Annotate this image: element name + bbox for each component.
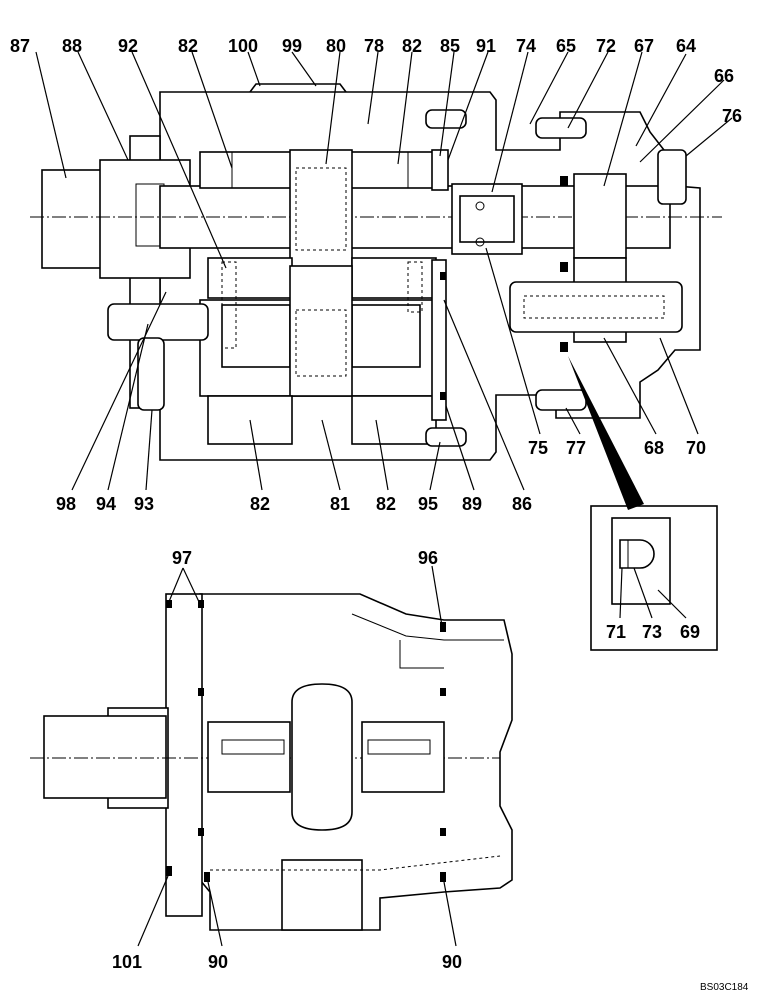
figure-code: BS03C184	[700, 982, 749, 993]
seal-dot	[560, 176, 568, 186]
dowel-pin-bottom	[535, 389, 587, 411]
right-bearing-lower	[351, 395, 437, 445]
lower-right-bearing	[361, 721, 445, 793]
callout-90b: 90	[442, 952, 462, 972]
callout-92: 92	[118, 36, 138, 56]
rear-idler-shaft	[509, 281, 683, 333]
callout-98: 98	[56, 494, 76, 514]
callout-82c: 82	[250, 494, 270, 514]
callout-65: 65	[556, 36, 576, 56]
leader-lines-bottom	[71, 247, 699, 491]
callout-72: 72	[596, 36, 616, 56]
callout-93: 93	[134, 494, 154, 514]
callout-74: 74	[516, 36, 536, 56]
callout-89: 89	[462, 494, 482, 514]
leader-lines-top	[35, 51, 733, 269]
callout-67: 67	[634, 36, 654, 56]
callout-90a: 90	[208, 952, 228, 972]
callout-71: 71	[606, 622, 626, 642]
callout-91: 91	[476, 36, 496, 56]
lower-center-body	[291, 683, 353, 831]
detail-view	[590, 505, 718, 651]
lower-port	[281, 859, 363, 931]
upper-sectional-view	[30, 83, 722, 510]
callout-94: 94	[96, 494, 116, 514]
callout-66: 66	[714, 66, 734, 86]
callout-labels: 87 88 92 82 100 99 80 78 82 85 91 74 65 …	[10, 36, 749, 993]
seal-ring-upper	[431, 149, 449, 191]
callout-95: 95	[418, 494, 438, 514]
lower-housing	[199, 593, 513, 931]
callout-86: 86	[512, 494, 532, 514]
lower-front-flange	[165, 593, 203, 917]
callout-96: 96	[418, 548, 438, 568]
rear-gear-upper	[573, 173, 627, 259]
dowel-pin-top	[535, 117, 587, 139]
callout-82b: 82	[402, 36, 422, 56]
callout-87: 87	[10, 36, 30, 56]
callout-81: 81	[330, 494, 350, 514]
lower-external-view	[30, 565, 513, 947]
callout-64: 64	[676, 36, 696, 56]
lower-left-bearing	[207, 721, 291, 793]
seal-ring-lower	[431, 259, 447, 421]
callout-76: 76	[722, 106, 742, 126]
callout-68: 68	[644, 438, 664, 458]
right-bearing-upper	[351, 257, 437, 299]
callout-69: 69	[680, 622, 700, 642]
callout-97: 97	[172, 548, 192, 568]
detail-seal-73	[619, 539, 655, 569]
rear-cap	[657, 149, 687, 205]
callout-99: 99	[282, 36, 302, 56]
callout-75: 75	[528, 438, 548, 458]
detail-frame	[590, 505, 718, 651]
callout-85: 85	[440, 36, 460, 56]
driven-gear	[289, 265, 353, 397]
pin-lower-mid	[425, 427, 467, 447]
detail-pointer	[568, 356, 644, 510]
callout-101: 101	[112, 952, 142, 972]
callout-77: 77	[566, 438, 586, 458]
callout-100: 100	[228, 36, 258, 56]
mounting-bolt	[137, 337, 165, 411]
callout-78: 78	[364, 36, 384, 56]
callout-88: 88	[62, 36, 82, 56]
top-boss	[249, 83, 347, 93]
callout-82: 82	[178, 36, 198, 56]
callout-73: 73	[642, 622, 662, 642]
callout-82d: 82	[376, 494, 396, 514]
callout-70: 70	[686, 438, 706, 458]
left-bearing-upper	[207, 257, 293, 299]
callout-80: 80	[326, 36, 346, 56]
lower-shaft-coupling	[43, 715, 167, 799]
